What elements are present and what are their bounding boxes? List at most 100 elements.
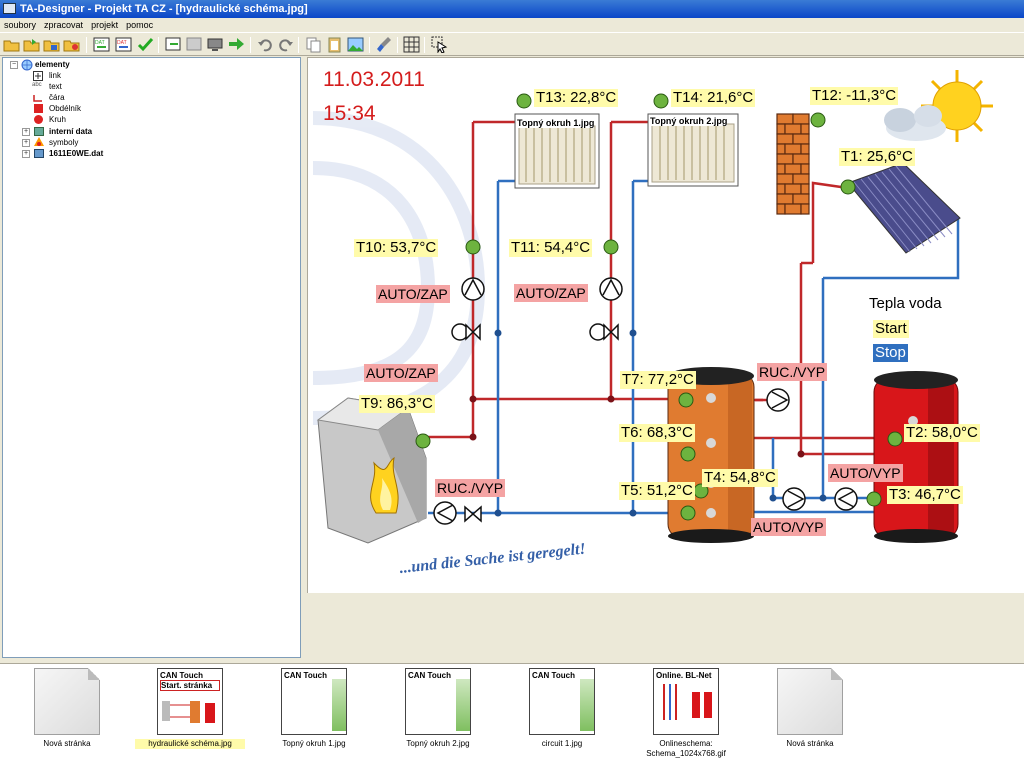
page-thumb[interactable]: CAN Touch circuit 1.jpg [507,668,617,763]
sensor-t9[interactable]: T9: 86,3°C [359,395,435,413]
sensor-t7[interactable]: T7: 77,2°C [620,371,696,389]
page-export-icon[interactable] [165,36,182,53]
check-icon[interactable] [137,36,154,53]
page-thumb[interactable]: CAN Touch Topný okruh 1.jpg [259,668,369,763]
radiator-2-label: Topný okruh 2.jpg [650,116,728,126]
menu-projekt[interactable]: projekt [91,20,119,30]
text-icon: abc [32,82,42,88]
page-preview: CAN Touch [281,668,347,735]
new-folder-icon[interactable] [3,36,20,53]
page-thumb[interactable]: CAN Touch Topný okruh 2.jpg [383,668,493,763]
hot-water-start-button[interactable]: Start [873,320,909,338]
sensor-t11[interactable]: T11: 54,4°C [509,239,593,257]
cloud-icon [884,105,946,141]
tree-group-symbols[interactable]: symboly [49,138,79,147]
pump-dhw-1 [782,487,806,511]
tree-group-dat-file[interactable]: 1611E0WE.dat [49,149,104,158]
sensor-t3[interactable]: T3: 46,7°C [887,486,963,504]
tree-item-text[interactable]: text [49,82,62,91]
paste-icon[interactable] [326,36,343,53]
pump-2-status[interactable]: AUTO/ZAP [514,284,588,302]
dhw-pump-1-status[interactable]: AUTO/VYP [751,518,826,536]
circle-icon [34,115,43,124]
menu-soubory[interactable]: soubory [4,20,37,30]
select-pointer-icon[interactable] [431,36,448,53]
tree-group-internal-data[interactable]: interní data [49,127,93,136]
save-folder-icon[interactable] [43,36,60,53]
collapse-toggle[interactable]: − [10,61,18,69]
expand-toggle[interactable]: + [22,128,30,136]
grid-icon[interactable] [403,36,420,53]
sensor-t12[interactable]: T12: -11,3°C [810,87,899,105]
boiler-status[interactable]: AUTO/ZAP [364,364,438,382]
page-thumb-selected[interactable]: CAN Touch Start. stránka hydraulické sch… [135,668,245,763]
tree-item-circle[interactable]: Kruh [49,115,66,124]
hot-water-tank [873,371,959,543]
boiler [316,397,427,544]
page-thumb[interactable]: Nová stránka [755,668,865,763]
element-tree-panel: − elementy link abc text čára Obdélník K… [2,57,301,658]
boiler-valve [464,505,482,523]
menu-pomoc[interactable]: pomoc [126,20,154,30]
window-title-bar: TA-Designer - Projekt TA CZ - [hydraulic… [0,0,1024,18]
brush-icon[interactable] [376,36,393,53]
solar-collector [847,162,961,254]
design-canvas[interactable]: ...und die Sache ist geregelt! 11.03.201… [307,57,1024,593]
page-preview: CAN Touch Start. stránka [157,668,223,735]
close-folder-icon[interactable] [63,36,80,53]
copy-icon[interactable] [305,36,322,53]
blank-page-icon [777,668,843,735]
sensor-t6[interactable]: T6: 68,3°C [619,424,695,442]
forward-arrow-icon[interactable] [228,36,245,53]
tree-root-elementy[interactable]: elementy [35,60,70,69]
canvas-empty-area [307,593,1024,658]
hot-water-title: Tepla voda [869,295,942,312]
export-dat-icon[interactable]: DAT [115,36,132,53]
sensor-t14[interactable]: T14: 21,6°C [671,89,756,107]
page-preview: CAN Touch [529,668,595,735]
sensor-t1[interactable]: T1: 25,6°C [839,148,915,166]
app-icon [3,3,16,14]
page-grey-icon[interactable] [186,36,203,53]
page-preview: CAN Touch [405,668,471,735]
pump-1-status[interactable]: AUTO/ZAP [376,285,450,303]
storage-pump-status[interactable]: RUC./VYP [757,363,828,381]
line-icon [33,95,42,102]
menu-zpracovat[interactable]: zpracovat [44,20,84,30]
sensor-t10[interactable]: T10: 53,7°C [354,239,439,257]
blank-page-icon [34,668,100,735]
schema-time: 15:34 [323,102,376,125]
page-thumb[interactable]: Nová stránka [12,668,122,763]
svg-text:DAT: DAT [117,40,127,46]
expand-toggle[interactable]: + [22,150,30,158]
sensor-t4[interactable]: T4: 54,8°C [702,469,778,487]
pump-storage [766,388,790,412]
page-preview: Online. BL-Net [653,668,719,735]
pump-circuit-2 [599,277,623,301]
redo-icon[interactable] [277,36,294,53]
pump-circuit-1 [461,277,485,301]
symbols-icon [34,137,44,146]
monitor-icon[interactable] [207,36,224,53]
sensor-t2[interactable]: T2: 58,0°C [904,424,980,442]
toolbar: DAT DAT [0,32,1024,56]
tree-item-link[interactable]: link [49,71,62,80]
import-dat-icon[interactable]: DAT [93,36,110,53]
page-thumb[interactable]: Online. BL-Net Onlineschema: Schema_1024… [631,668,741,763]
schema-date: 11.03.2011 [323,68,425,91]
page-thumbnails-bar: Nová stránka CAN Touch Start. stránka hy… [0,663,1024,764]
hot-water-stop-button[interactable]: Stop [873,344,908,362]
svg-text:DAT: DAT [95,40,105,46]
sensor-t13[interactable]: T13: 22,8°C [534,89,619,107]
dhw-pump-2-status[interactable]: AUTO/VYP [828,464,903,482]
tree-item-rectangle[interactable]: Obdélník [49,104,82,113]
image-icon[interactable] [347,36,364,53]
boiler-pump-status[interactable]: RUC./VYP [435,479,506,497]
undo-icon[interactable] [257,36,274,53]
radiator-1-label: Topný okruh 1.jpg [517,118,595,128]
tree-item-line[interactable]: čára [49,93,65,102]
expand-toggle[interactable]: + [22,139,30,147]
open-folder-icon[interactable] [23,36,40,53]
pump-dhw-2 [834,487,858,511]
sensor-t5[interactable]: T5: 51,2°C [619,482,695,500]
